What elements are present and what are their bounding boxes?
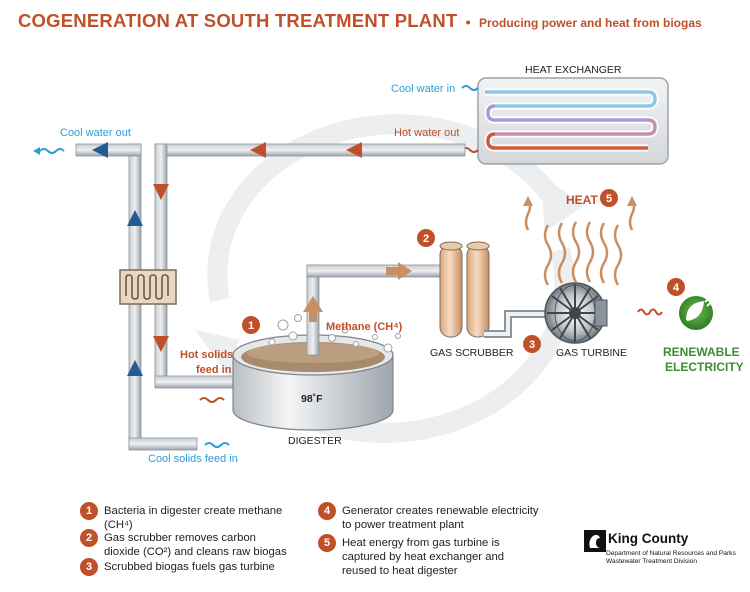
bubble <box>328 334 336 342</box>
step-marker-1: 1 <box>242 316 260 334</box>
logo-name: King County <box>608 531 689 546</box>
marker-number: 5 <box>606 193 612 205</box>
cool-water-in-wave <box>461 85 479 91</box>
legend-number: 1 <box>80 502 98 520</box>
hot-solids-wave <box>199 397 225 403</box>
title-row: COGENERATION AT SOUTH TREATMENT PLANT • … <box>18 10 738 36</box>
bubble <box>383 343 393 353</box>
digester-label: DIGESTER <box>288 435 342 447</box>
flow-arrow <box>92 142 108 158</box>
marker-number: 4 <box>673 282 680 294</box>
king-county-seal-icon <box>584 530 606 552</box>
cool-solids-label: Cool solids feed in <box>148 453 238 465</box>
gas-scrubber <box>439 241 490 338</box>
cool-water-out-arrowhead <box>33 147 40 155</box>
page-title: COGENERATION AT SOUTH TREATMENT PLANT <box>18 10 458 31</box>
flow-arrow <box>153 336 169 352</box>
step-marker-2: 2 <box>417 229 435 247</box>
cool-water-out-label: Cool water out <box>60 127 131 139</box>
flow-arrow <box>250 142 266 158</box>
methane-label: Methane (CH⁴) <box>326 321 403 333</box>
bubble <box>294 314 302 322</box>
hot-flow-arrows <box>153 142 362 352</box>
step-marker-5: 5 <box>600 189 618 207</box>
legend-item-4: 4 Generator creates renewable electricit… <box>318 502 548 534</box>
bubble <box>395 333 401 339</box>
heat-exchanger-label: HEAT EXCHANGER <box>525 64 622 76</box>
cool-water-out-wave <box>39 148 65 154</box>
gas-turbine-label: GAS TURBINE <box>556 347 627 359</box>
logo-dept-line1: Department of Natural Resources and Park… <box>606 550 736 557</box>
marker-number: 2 <box>423 233 429 245</box>
title-separator: • <box>461 14 475 30</box>
bubble <box>288 331 298 341</box>
legend-text: Generator creates renewable electricity … <box>342 505 539 531</box>
legend-item-5: 5 Heat energy from gas turbine is captur… <box>318 534 548 580</box>
legend-text: Bacteria in digester create methane (CH⁴… <box>104 505 283 531</box>
step-marker-3: 3 <box>523 335 541 353</box>
renewable-label-line2: ELECTRICITY <box>665 360 744 374</box>
digester-tank <box>232 334 394 431</box>
legend-text: Scrubbed biogas fuels gas turbine <box>104 561 275 573</box>
legend-number: 5 <box>318 534 336 552</box>
legend-item-2: 2 Gas scrubber removes carbon dioxide (C… <box>80 529 320 561</box>
flow-arrow <box>153 184 169 200</box>
bubble <box>268 338 276 346</box>
legend-number: 3 <box>80 558 98 576</box>
king-county-logo: King County Department of Natural Resour… <box>584 530 736 570</box>
step-marker-4: 4 <box>667 278 685 296</box>
hot-solids-label-line1: Hot solids <box>180 349 233 361</box>
legend-item-3: 3 Scrubbed biogas fuels gas turbine <box>80 558 320 578</box>
cool-water-in-label: Cool water in <box>391 83 455 95</box>
bubble <box>372 334 378 340</box>
biogas-pipe-highlight <box>484 312 548 336</box>
methane-bubbles <box>268 314 401 353</box>
flow-arrow <box>346 142 362 158</box>
bubble <box>353 341 359 347</box>
marker-number: 3 <box>529 339 535 351</box>
bubble <box>341 326 349 334</box>
heat-arrowhead <box>627 196 637 206</box>
cool-flow-arrows <box>92 142 143 376</box>
renewable-electricity-icon <box>679 295 715 330</box>
heat-waves <box>524 199 636 286</box>
legend-number: 2 <box>80 529 98 547</box>
legend-number: 4 <box>318 502 336 520</box>
heat-exchanger <box>477 77 669 165</box>
gas-turbine <box>544 282 608 344</box>
flow-arrow <box>127 360 143 376</box>
legend-item-1: 1 Bacteria in digester create methane (C… <box>80 502 320 531</box>
solids-heat-exchanger <box>119 269 177 305</box>
page-subtitle: Producing power and heat from biogas <box>478 16 702 30</box>
cool-solids-wave <box>204 442 230 448</box>
hot-solids-label-line2: feed in <box>196 364 232 376</box>
flow-arrow <box>127 210 143 226</box>
legend-text: Heat energy from gas turbine is captured… <box>342 537 505 577</box>
cycle-arrowhead <box>540 175 585 232</box>
logo-dept-line2: Wastewater Treatment Division <box>606 558 697 565</box>
digester-temperature: 98˚F <box>301 393 323 405</box>
cycle-arrowhead <box>195 330 240 370</box>
biogas-pipe <box>484 310 548 338</box>
methane-right-arrow <box>386 262 412 280</box>
legend-text: Gas scrubber removes carbon dioxide (CO²… <box>104 532 287 558</box>
marker-number: 1 <box>248 320 254 332</box>
renewable-label-line1: RENEWABLE <box>663 345 740 359</box>
methane-up-arrow <box>303 296 323 322</box>
heat-arrowhead <box>523 196 533 206</box>
gas-scrubber-label: GAS SCRUBBER <box>430 347 514 359</box>
electricity-wave <box>637 308 663 316</box>
heat-label: HEAT <box>566 193 598 207</box>
hot-water-out-label: Hot water out <box>394 127 459 139</box>
bubble <box>277 319 289 331</box>
